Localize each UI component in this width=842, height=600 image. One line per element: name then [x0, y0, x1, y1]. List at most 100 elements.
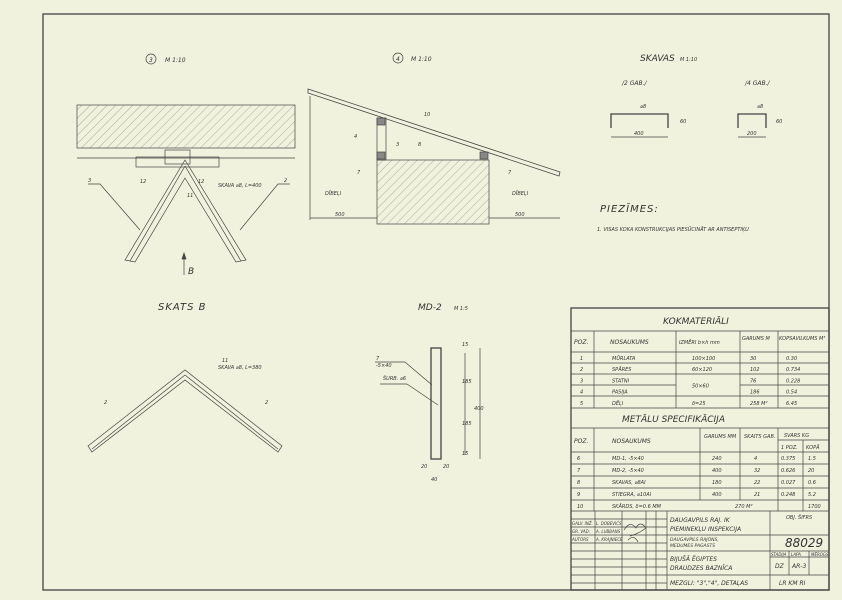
kokmateriali-table: KOKMATERIĀLI POZ. NOSAUKUMS IZMĒRI b×h m… — [570, 307, 830, 591]
table-cell: 270 M² — [735, 504, 752, 510]
table-cell: 5.2 — [808, 492, 816, 498]
md2-detail: MD-2 M 1:5 7 -5×40 ŠURB. ⌀6 15 185 185 1… — [375, 303, 484, 483]
svg-text:/4 GAB./: /4 GAB./ — [744, 80, 771, 87]
svg-text:DĪBEĻI: DĪBEĻI — [512, 190, 529, 197]
svg-text:11: 11 — [187, 193, 193, 199]
svg-text:KOPĀ: KOPĀ — [806, 444, 820, 451]
svg-text:SKATS B: SKATS B — [158, 302, 207, 313]
table-cell: 6.45 — [786, 401, 797, 407]
svg-text:GALV. INŽ.: GALV. INŽ. — [572, 521, 593, 526]
svg-text:NOSAUKUMS: NOSAUKUMS — [612, 438, 651, 445]
svg-text:GR. VAD.: GR. VAD. — [572, 529, 590, 534]
svg-text:LAPA: LAPA — [791, 552, 801, 557]
svg-text:KOPSAVILKUMS M³: KOPSAVILKUMS M³ — [779, 336, 825, 342]
table-cell: 21 — [754, 492, 760, 498]
table-cell: 0.54 — [786, 390, 797, 396]
table-cell: SKAVAS, ⌀8AI — [612, 480, 646, 486]
table-cell: 4 — [580, 390, 583, 396]
svg-text:KOKMATERIĀLI: KOKMATERIĀLI — [663, 316, 729, 327]
table-cell: 50×60 — [692, 383, 709, 389]
table-cell: 2 — [580, 367, 583, 373]
svg-text:SKAVAS: SKAVAS — [640, 54, 675, 64]
svg-text:ŠURB. ⌀6: ŠURB. ⌀6 — [383, 375, 406, 382]
table-cell: MŪRLATA — [612, 355, 636, 362]
table-cell: 0.626 — [781, 468, 795, 474]
metalu-table: METĀLU SPECIFIKĀCIJA POZ. NOSAUKUMS GARU… — [571, 414, 829, 512]
table-cell: δ=25 — [692, 401, 706, 407]
svg-text:12: 12 — [198, 179, 204, 185]
table-cell: 240 — [712, 456, 722, 462]
svg-text:POZ.: POZ. — [574, 339, 588, 346]
svg-text:7: 7 — [508, 170, 512, 176]
svg-text:500: 500 — [515, 212, 525, 218]
svg-text:-5×40: -5×40 — [376, 363, 392, 369]
svg-text:MD-2: MD-2 — [418, 303, 442, 313]
svg-text:IZMĒRI b×h mm: IZMĒRI b×h mm — [679, 339, 720, 346]
svg-text:A. LUBBANS: A. LUBBANS — [595, 529, 621, 534]
table-cell: 258 M² — [750, 401, 767, 407]
svg-text:OBJ. ŠIFRS: OBJ. ŠIFRS — [786, 514, 813, 521]
table-cell: 3 — [580, 378, 583, 384]
svg-text:POZ.: POZ. — [574, 438, 588, 445]
svg-text:DRAUDZES BAZNĪCA: DRAUDZES BAZNĪCA — [670, 565, 732, 572]
svg-text:GARUMS MM: GARUMS MM — [704, 434, 737, 440]
svg-text:2: 2 — [265, 400, 268, 406]
table-cell: 9 — [577, 492, 580, 498]
table-cell: 32 — [754, 468, 760, 474]
svg-text:M 1:10: M 1:10 — [680, 57, 697, 63]
table-cell: 5 — [580, 401, 583, 407]
table-cell: 400 — [712, 492, 722, 498]
svg-text:40: 40 — [431, 477, 437, 483]
svg-text:4: 4 — [354, 134, 357, 140]
svg-text:15: 15 — [462, 342, 468, 348]
svg-text:B: B — [188, 267, 194, 277]
table-cell: 0.027 — [781, 480, 796, 486]
svg-text:NOSAUKUMS: NOSAUKUMS — [610, 339, 649, 346]
skavas-detail: SKAVAS M 1:10 /2 GAB./ /4 GAB./ ⌀8 ⌀8 40… — [610, 54, 782, 138]
table-cell: MD-1, -5×40 — [612, 456, 644, 462]
svg-text:200: 200 — [747, 131, 757, 137]
svg-text:DAUGAVPILS RAJONS,: DAUGAVPILS RAJONS, — [670, 537, 719, 543]
svg-text:20: 20 — [443, 464, 449, 470]
svg-text:AR-3: AR-3 — [791, 563, 806, 570]
svg-text:8: 8 — [418, 142, 421, 148]
svg-text:⌀8: ⌀8 — [640, 104, 646, 110]
svg-text:1. VISAS KOKA KONSTRUKCIJAS PI: 1. VISAS KOKA KONSTRUKCIJAS PIESŪCINĀT A… — [597, 226, 749, 233]
table-cell: 400 — [712, 468, 722, 474]
table-cell: 100×100 — [692, 356, 715, 362]
table-cell: DĒĻI — [612, 400, 624, 407]
svg-text:L. DOBEVIĆS: L. DOBEVIĆS — [596, 521, 622, 526]
svg-text:PIEMINEKĻU INSPEKCIJA: PIEMINEKĻU INSPEKCIJA — [670, 526, 741, 533]
svg-text:60: 60 — [776, 119, 782, 125]
svg-text:11: 11 — [222, 358, 228, 364]
svg-text:3: 3 — [149, 57, 153, 64]
svg-text:3: 3 — [396, 142, 399, 148]
svg-text:88029: 88029 — [785, 536, 823, 550]
svg-text:DĪBEĻI: DĪBEĻI — [325, 190, 342, 197]
table-cell: 1 — [580, 356, 583, 362]
table-cell: 0.30 — [786, 356, 797, 362]
skats-b: SKATS B 11 SKAVA ⌀8, L=380 2 2 — [87, 302, 283, 453]
svg-text:7: 7 — [357, 170, 361, 176]
table-cell: 60×120 — [692, 367, 712, 373]
svg-text:MEZGLI: "3","4", DETAĻAS: MEZGLI: "3","4", DETAĻAS — [670, 580, 748, 587]
svg-text:STADIJA: STADIJA — [771, 552, 787, 557]
svg-text:400: 400 — [634, 131, 644, 137]
table-cell: 8 — [577, 480, 580, 486]
table-cell: 0.6 — [808, 480, 816, 486]
notes: PIEZĪMES: 1. VISAS KOKA KONSTRUKCIJAS PI… — [597, 202, 749, 233]
table-cell: 0.228 — [786, 378, 800, 384]
svg-text:SVARS KG: SVARS KG — [784, 433, 809, 439]
svg-text:12: 12 — [140, 179, 146, 185]
detail-4: 4 M 1:10 10 4 3 8 7 7 DĪBEĻI DĪBEĻI 500 … — [307, 52, 561, 225]
svg-text:2: 2 — [104, 400, 107, 406]
table-cell: 30 — [750, 356, 756, 362]
detail-3: 3 M 1:10 3 12 11 12 SKAVA ⌀8, L=400 2 B — [76, 53, 296, 277]
table-cell: 1.5 — [808, 456, 816, 462]
svg-text:60: 60 — [680, 119, 686, 125]
table-cell: 10 — [577, 504, 583, 510]
svg-text:3: 3 — [88, 178, 91, 184]
svg-text:7: 7 — [376, 356, 380, 362]
svg-text:SKAITS GAB.: SKAITS GAB. — [744, 434, 775, 440]
svg-text:GARUMS M: GARUMS M — [742, 336, 771, 342]
